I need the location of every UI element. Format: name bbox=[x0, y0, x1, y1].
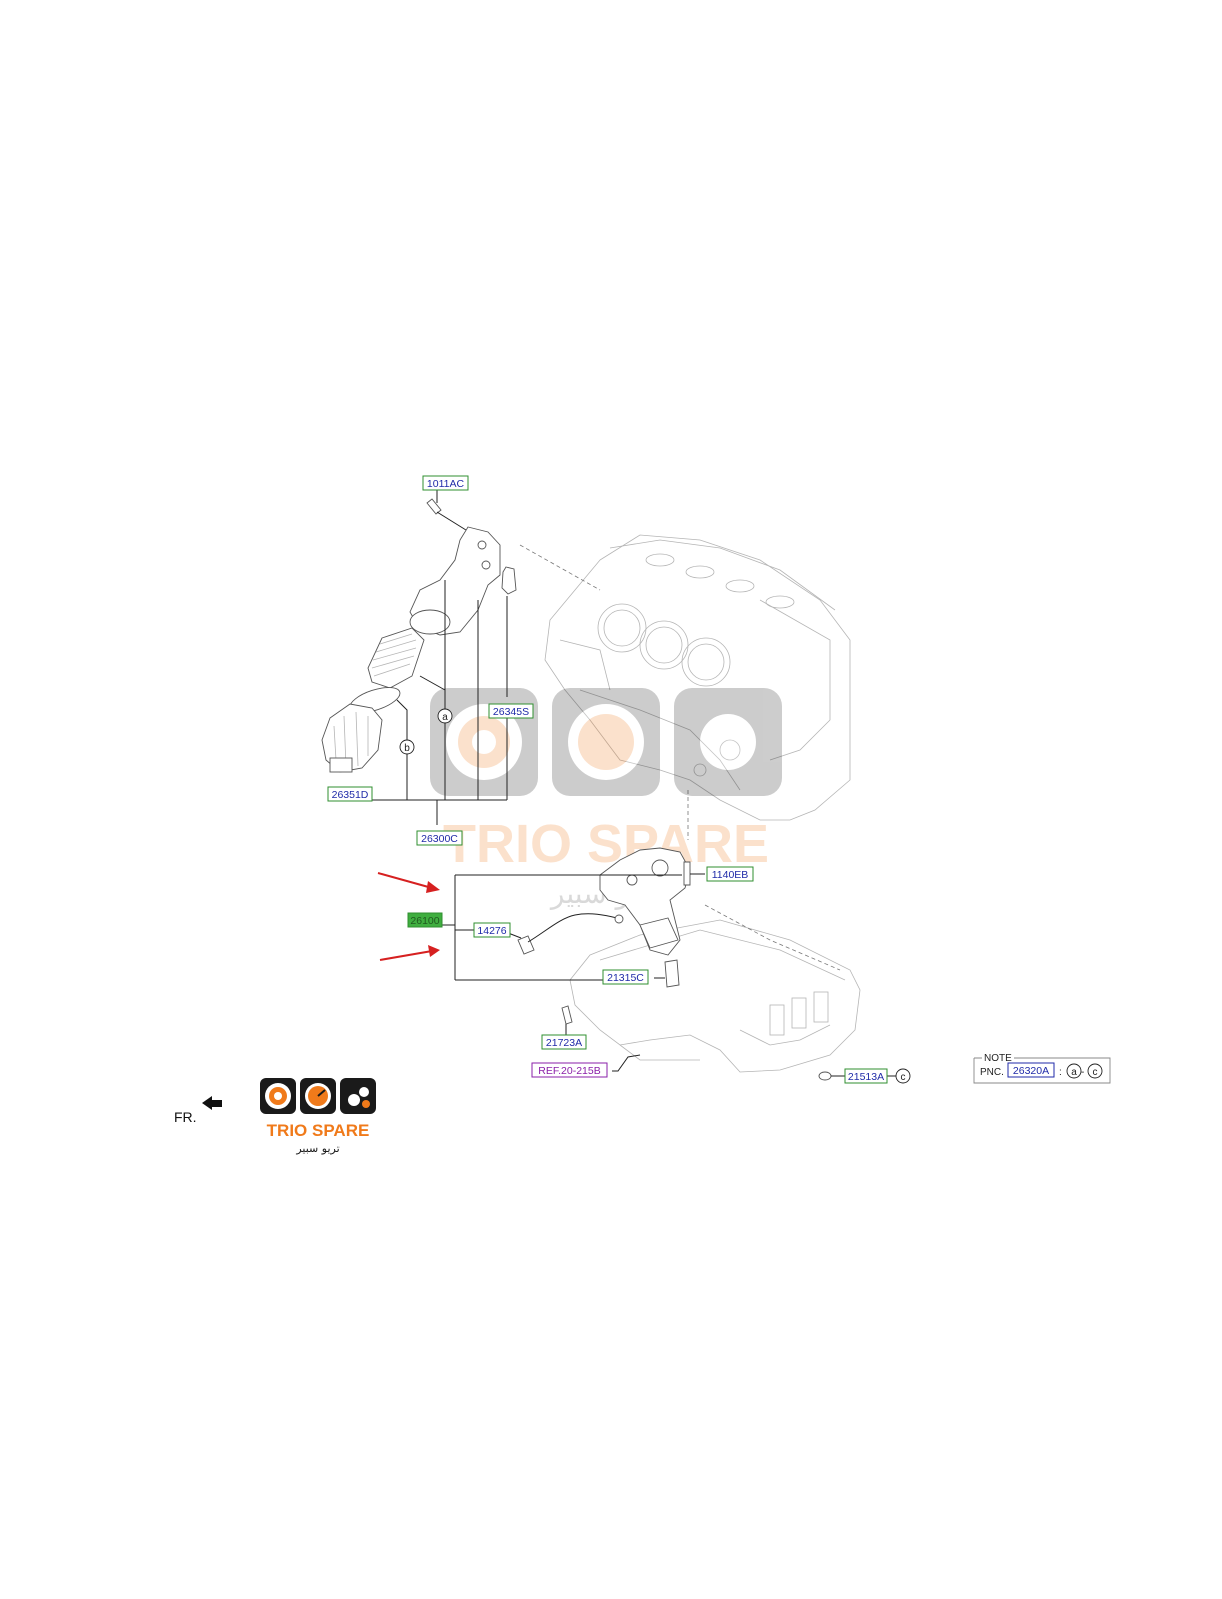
pnc-label-21723A[interactable]: 21723A bbox=[541, 1034, 587, 1050]
red-arrow-lower bbox=[379, 945, 440, 961]
pump-bolt-drawing bbox=[683, 861, 691, 886]
pnc-label-1140EB[interactable]: 1140EB bbox=[706, 866, 754, 882]
svg-text:-: - bbox=[1081, 1067, 1084, 1078]
svg-text:26345S: 26345S bbox=[493, 706, 529, 718]
circle-ref-a: a bbox=[437, 708, 453, 724]
gasket-drawing bbox=[501, 566, 517, 595]
logo-arabic: تريو سبير bbox=[295, 1142, 339, 1155]
logo-brand: TRIO SPARE bbox=[267, 1121, 370, 1140]
svg-text:1140EB: 1140EB bbox=[712, 869, 749, 881]
svg-text:a: a bbox=[442, 712, 448, 723]
svg-text:REF.20-215B: REF.20-215B bbox=[538, 1065, 600, 1077]
svg-text:b: b bbox=[404, 743, 410, 754]
relief-valve-drawing bbox=[664, 959, 680, 988]
guide-line bbox=[704, 904, 841, 971]
engine-block-drawing bbox=[544, 534, 851, 821]
watermark-brand: TRIO SPARE bbox=[443, 814, 769, 874]
svg-text::: : bbox=[1059, 1067, 1062, 1078]
pnc-label-26300C[interactable]: 26300C bbox=[416, 830, 463, 846]
filter-element-drawing bbox=[367, 627, 425, 689]
svg-text:21513A: 21513A bbox=[848, 1071, 884, 1083]
oil-pressure-sensor-drawing bbox=[517, 935, 535, 955]
filter-cap-drawing bbox=[321, 703, 383, 773]
svg-text:26351D: 26351D bbox=[332, 789, 369, 801]
front-label: FR. bbox=[174, 1109, 197, 1125]
note-title: NOTE bbox=[984, 1053, 1012, 1064]
circle-ref-b: b bbox=[399, 739, 415, 755]
note-pnc-box[interactable] bbox=[1007, 1062, 1055, 1078]
note-pnc-label: PNC. bbox=[980, 1067, 1004, 1078]
pnc-label-26100[interactable]: 26100 bbox=[407, 912, 443, 928]
front-direction-indicator: FR. bbox=[174, 1096, 222, 1125]
oil-pan-drawing bbox=[569, 919, 861, 1073]
pnc-label-21513A[interactable]: 21513A bbox=[844, 1068, 888, 1084]
guide-line bbox=[519, 544, 601, 591]
svg-text:1011AC: 1011AC bbox=[427, 478, 465, 490]
ref-label-20-215B[interactable]: REF.20-215B bbox=[531, 1062, 608, 1078]
circle-ref-c: c bbox=[895, 1068, 911, 1084]
pnc-label-26345S[interactable]: 26345S bbox=[488, 703, 534, 719]
svg-text:26300C: 26300C bbox=[421, 833, 458, 845]
pnc-label-1011AC[interactable]: 1011AC bbox=[422, 475, 469, 491]
svg-text:21723A: 21723A bbox=[546, 1037, 582, 1049]
svg-text:21315C: 21315C bbox=[607, 972, 644, 984]
red-arrow-upper bbox=[377, 872, 440, 893]
oil-filter-assembly bbox=[321, 490, 517, 825]
pnc-label-26351D[interactable]: 26351D bbox=[327, 786, 373, 802]
oil-pump-assembly bbox=[436, 847, 705, 988]
svg-text:c: c bbox=[1093, 1067, 1098, 1078]
svg-text:26320A: 26320A bbox=[1013, 1065, 1049, 1077]
svg-text:c: c bbox=[901, 1072, 906, 1083]
washer-drawing bbox=[818, 1071, 832, 1081]
watermark: TRIO SPARE تريو سبير bbox=[430, 688, 782, 910]
svg-text:26100: 26100 bbox=[410, 915, 439, 927]
svg-text:a: a bbox=[1071, 1067, 1077, 1078]
svg-text:14276: 14276 bbox=[477, 925, 506, 937]
bolt-drawing bbox=[426, 498, 442, 515]
front-arrow-icon bbox=[202, 1096, 222, 1110]
pnc-label-21315C[interactable]: 21315C bbox=[602, 969, 649, 985]
note-box: NOTE PNC. 26320A : a - c bbox=[973, 1053, 1111, 1084]
trio-spare-logo: TRIO SPARE تريو سبير bbox=[260, 1078, 376, 1155]
pnc-label-14276[interactable]: 14276 bbox=[473, 922, 511, 938]
